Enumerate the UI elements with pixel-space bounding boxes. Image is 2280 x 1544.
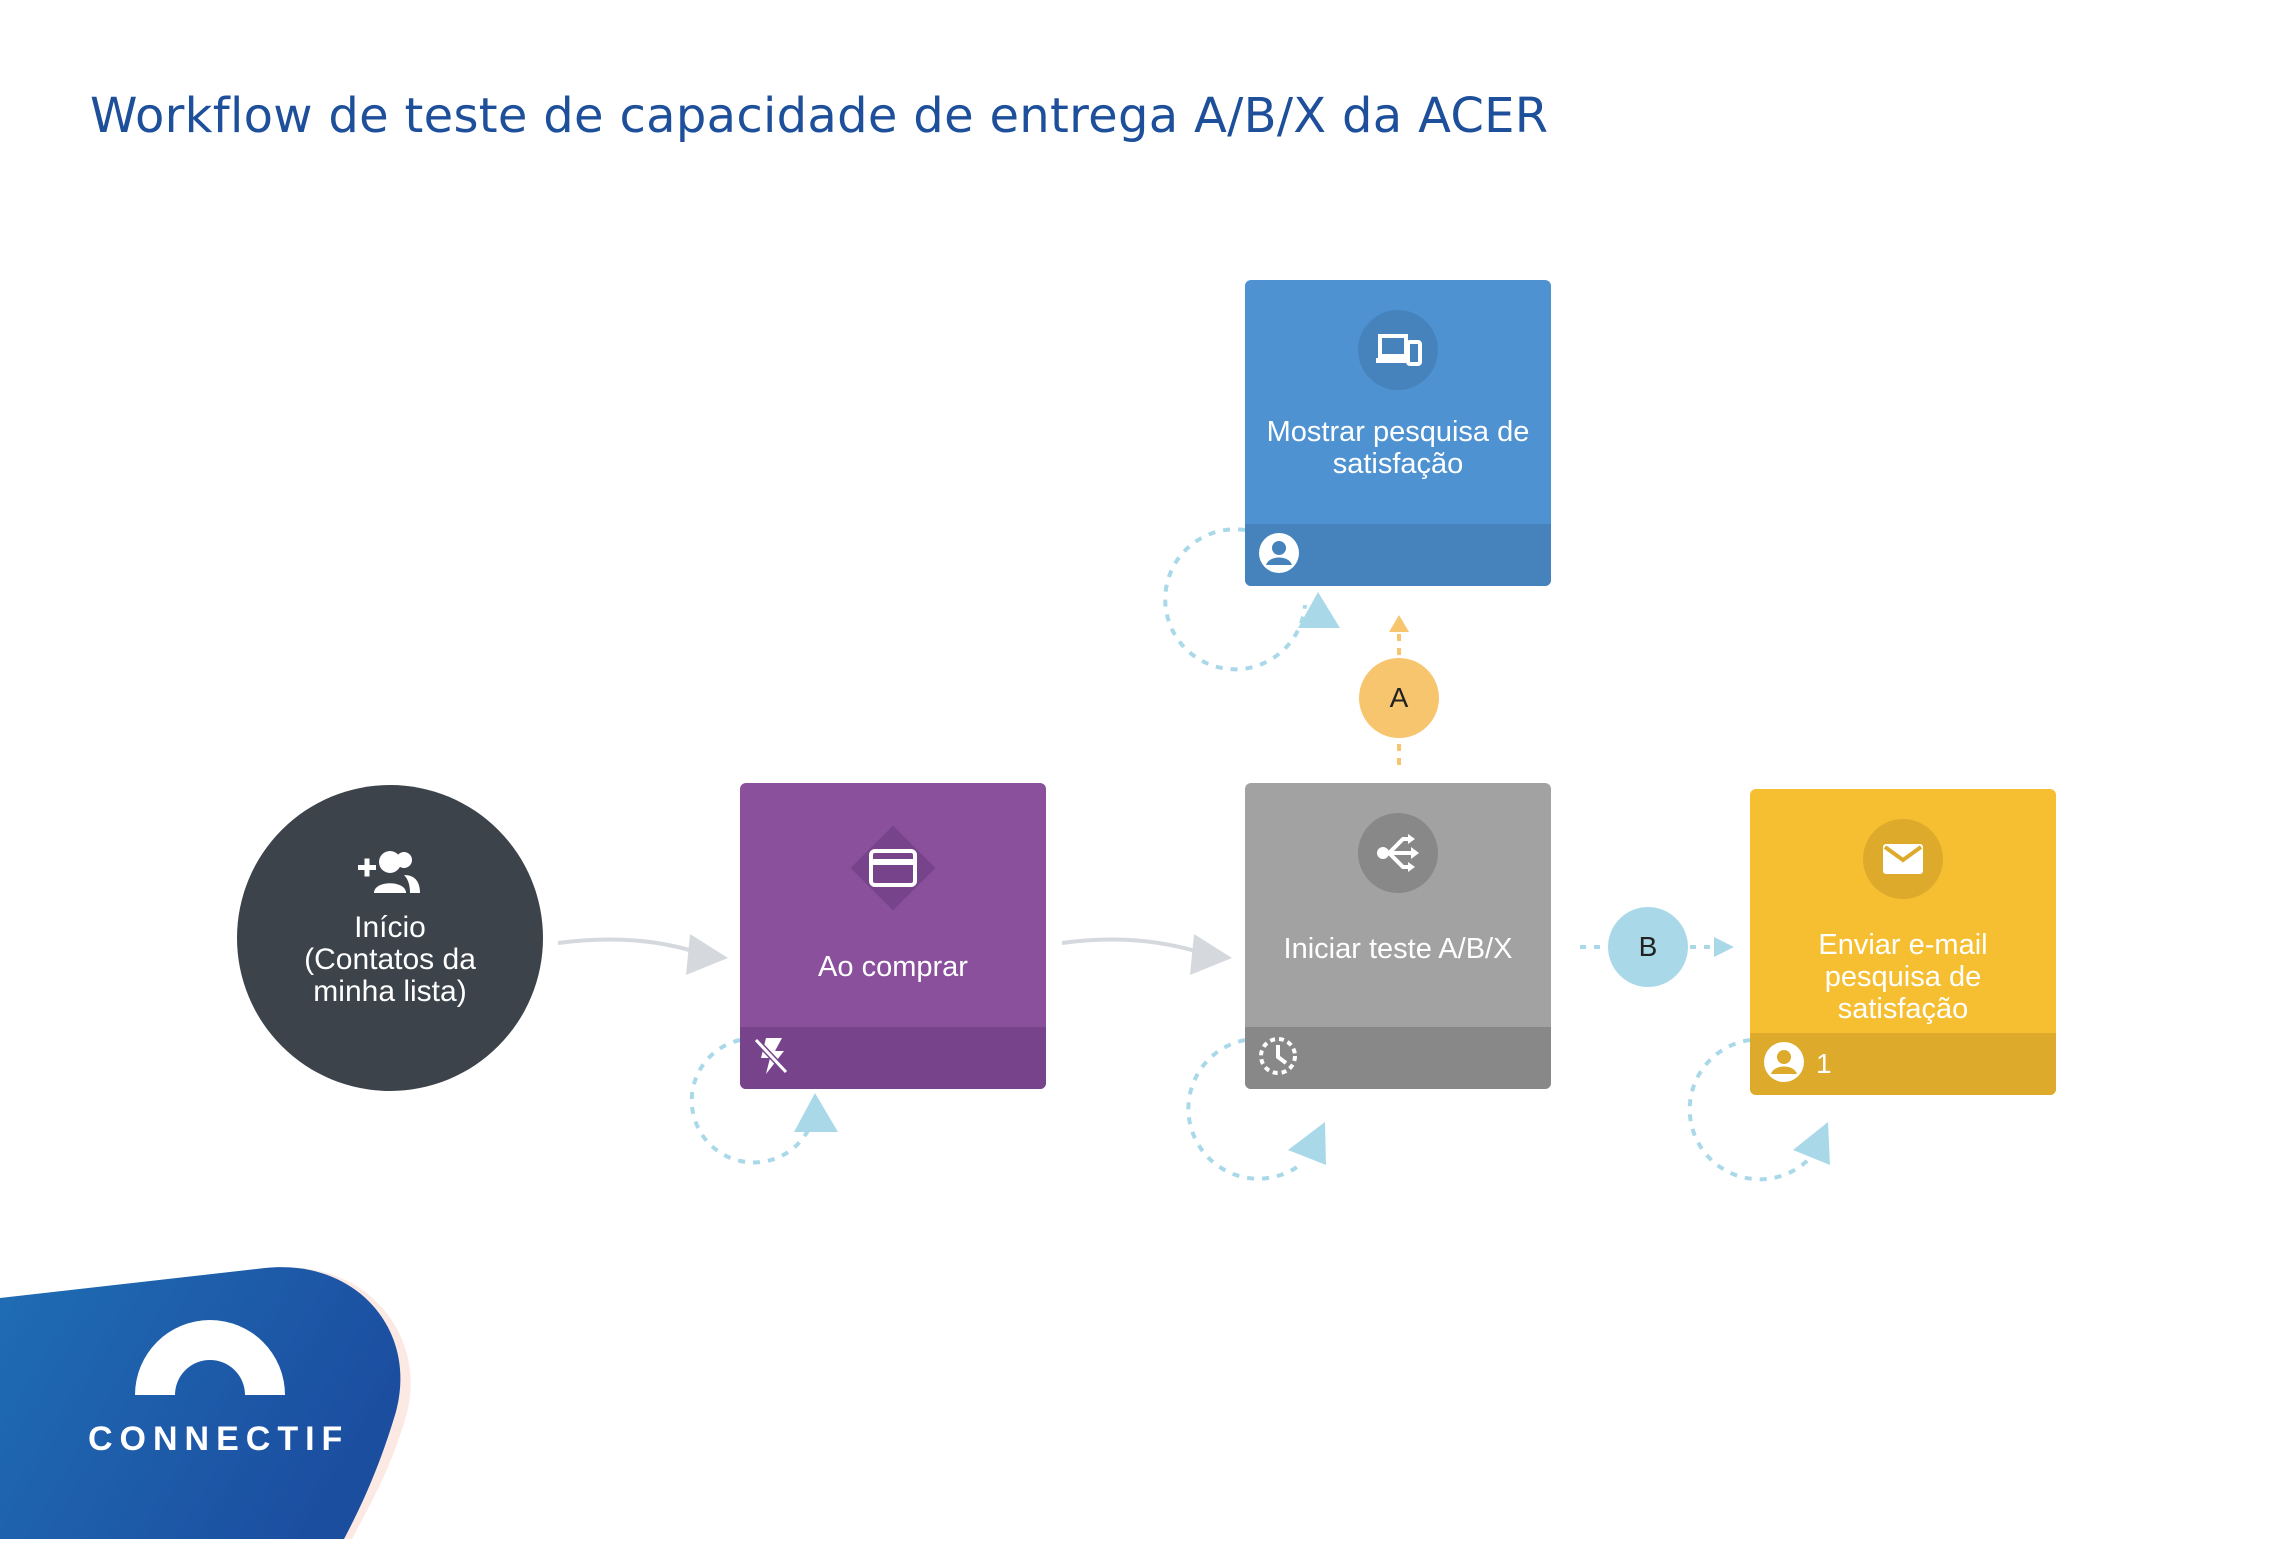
timer-icon	[1257, 1035, 1299, 1082]
start-node[interactable]: Início (Contatos da minha lista)	[237, 785, 543, 1091]
start-label-text: Início (Contatos da minha lista)	[304, 910, 476, 1008]
arrowhead-a-survey	[1389, 615, 1409, 632]
abx-test-node[interactable]: Iniciar teste A/B/X	[1245, 783, 1551, 1089]
loop-survey	[1163, 527, 1307, 672]
page-title: Workflow de teste de capacidade de entre…	[90, 88, 1549, 144]
email-icon-circle	[1863, 819, 1943, 899]
email-node[interactable]: Enviar e-mail pesquisa de satisfação 1	[1750, 789, 2056, 1095]
abx-icon-circle	[1358, 813, 1438, 893]
survey-footer	[1245, 524, 1551, 586]
email-label: Enviar e-mail pesquisa de satisfação	[1818, 929, 1988, 1025]
start-label: Início (Contatos da minha lista)	[280, 910, 500, 1008]
abx-footer	[1245, 1027, 1551, 1089]
loop-abx	[1186, 1038, 1302, 1181]
purchase-icon-diamond	[850, 825, 936, 911]
user-icon	[1762, 1040, 1806, 1089]
arrowhead-start-purchase	[686, 934, 728, 975]
abx-label: Iniciar teste A/B/X	[1283, 933, 1513, 965]
mail-icon	[1883, 844, 1923, 874]
purchase-label: Ao comprar	[818, 951, 968, 983]
branch-a[interactable]: A	[1359, 658, 1439, 738]
arrowhead-b-email	[1714, 937, 1734, 957]
purchase-footer	[740, 1027, 1046, 1089]
user-icon	[1257, 531, 1301, 580]
logo-shape	[0, 1267, 411, 1539]
purchase-trigger-node[interactable]: Ao comprar	[740, 783, 1046, 1089]
connector-start-purchase	[557, 937, 706, 957]
arrowhead-purchase-abx	[1190, 934, 1232, 975]
loop-email-arrow	[1793, 1122, 1830, 1165]
devices-icon	[1376, 334, 1422, 366]
flash-off-icon	[752, 1036, 790, 1081]
loop-survey-arrow	[1298, 592, 1340, 628]
add-contacts-icon	[358, 849, 422, 900]
split-icon	[1377, 834, 1419, 872]
loop-abx-arrow	[1288, 1122, 1326, 1165]
branch-b[interactable]: B	[1608, 907, 1688, 987]
contact-count: 1	[1816, 1048, 1832, 1079]
email-footer: 1	[1750, 1033, 2056, 1095]
connectif-logo: CONNECTIF	[0, 1260, 430, 1539]
survey-label: Mostrar pesquisa de satisfação	[1266, 416, 1530, 480]
logo-text: CONNECTIF	[88, 1420, 350, 1458]
connector-purchase-abx	[1061, 937, 1209, 957]
loop-purchase-arrow	[794, 1093, 838, 1132]
credit-card-icon	[869, 849, 917, 887]
loop-purchase	[689, 1038, 817, 1165]
survey-icon-circle	[1358, 310, 1438, 390]
survey-node[interactable]: Mostrar pesquisa de satisfação	[1245, 280, 1551, 586]
